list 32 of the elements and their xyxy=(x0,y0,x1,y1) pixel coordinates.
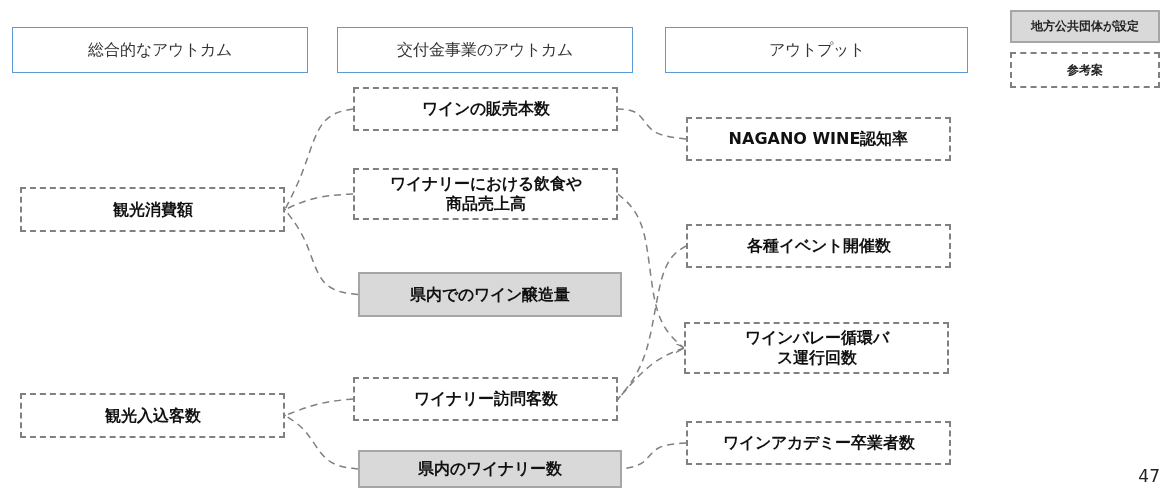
node-label: ワインの販売本数 xyxy=(421,99,550,119)
dashed-box xyxy=(20,393,285,438)
node-label: 観光消費額 xyxy=(112,199,193,220)
dashed-box xyxy=(686,117,951,161)
dashed-box xyxy=(353,377,618,421)
connector-arrow xyxy=(284,414,359,470)
node-label: 県内でのワイン醸造量 xyxy=(410,284,570,305)
node-label: 交付金事業のアウトカム xyxy=(397,40,573,60)
legend-label: 地方公共団体が設定 xyxy=(1031,18,1139,35)
node-label: ワインアカデミー卒業者数 xyxy=(722,433,915,453)
node-label: アウトプット xyxy=(768,40,865,60)
node-label: ワイナリー訪問客数 xyxy=(413,389,558,409)
node-label: 総合的なアウトカム xyxy=(88,40,232,60)
column-header xyxy=(12,27,308,73)
node-label: NAGANO WINE認知率 xyxy=(728,129,909,149)
column-header xyxy=(665,27,968,73)
node-label: 県内のワイナリー数 xyxy=(418,459,562,479)
process-box xyxy=(358,272,622,317)
column-header xyxy=(337,27,633,73)
dashed-box xyxy=(353,168,618,220)
dashed-box xyxy=(353,87,618,131)
node-label: 観光入込客数 xyxy=(104,405,201,426)
dashed-box xyxy=(686,224,951,268)
legend-label: 参考案 xyxy=(1067,61,1103,79)
node-label: ワイナリーにおける飲食や商品売上高 xyxy=(388,174,583,214)
process-box xyxy=(358,450,622,488)
dashed-box xyxy=(684,322,949,374)
node-label: 各種イベント開催数 xyxy=(746,236,891,256)
page-number: 47 xyxy=(1138,466,1160,486)
dashed-box xyxy=(686,421,951,465)
dashed-box xyxy=(20,187,285,232)
node-label: ワインバレー循環バス運行回数 xyxy=(743,328,891,368)
